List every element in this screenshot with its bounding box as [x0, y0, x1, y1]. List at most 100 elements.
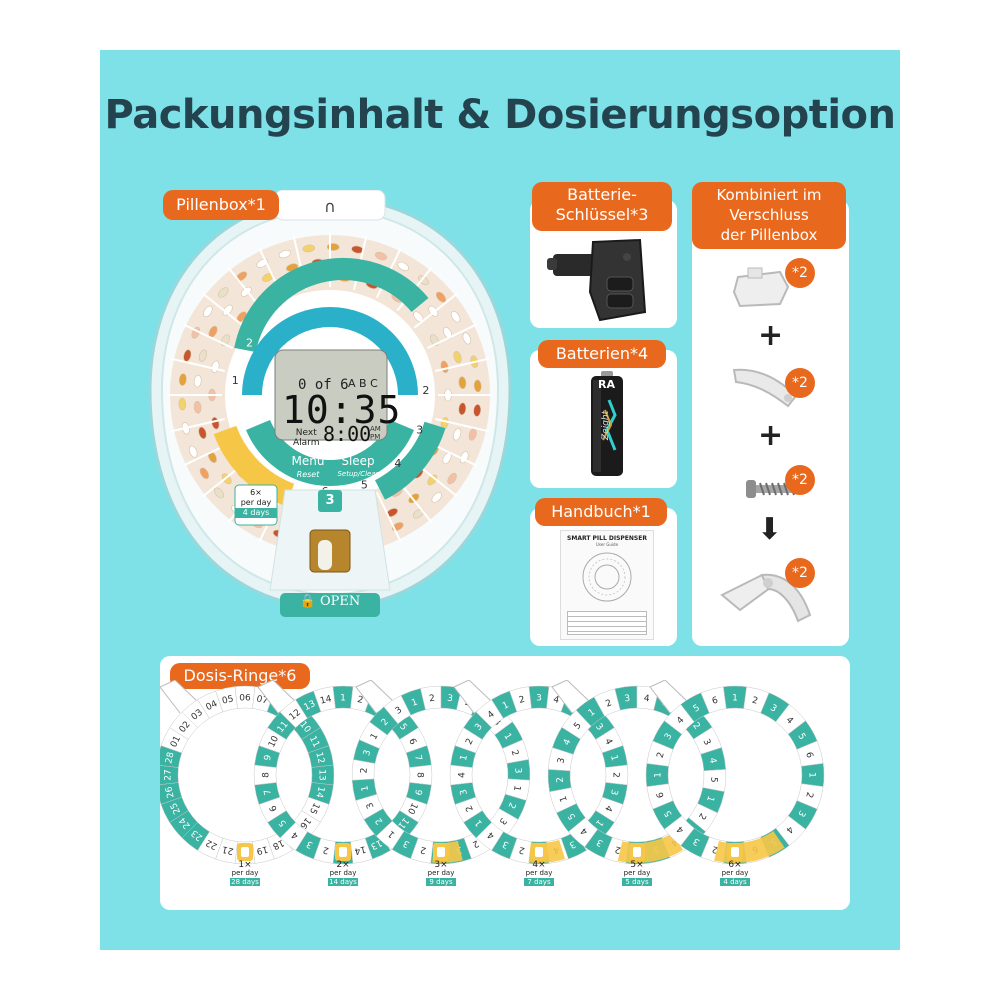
open-button[interactable]: 🔒 OPEN — [280, 594, 380, 609]
dose-ring-number: 4 — [783, 824, 794, 835]
dose-ring-number: 4 — [458, 772, 468, 778]
dose-ring-number: 12 — [313, 751, 325, 764]
dose-ring-number: 8 — [415, 772, 425, 778]
dose-days: 7 days — [524, 878, 554, 886]
dose-ring-number: 5 — [795, 732, 807, 742]
dose-ring-number: 2 — [470, 838, 480, 850]
dose-ring-number: 3 — [663, 732, 675, 742]
dose-ring-number: 1 — [608, 754, 619, 762]
dose-ring: 1234512345123451234512345 — [547, 680, 727, 865]
quantity-badge: *2 — [785, 465, 815, 495]
dose-ring-number: 2 — [690, 721, 701, 732]
quantity-badge: *2 — [785, 368, 815, 398]
dose-ring-number: 1 — [807, 772, 817, 778]
svg-text:+: + — [407, 407, 425, 432]
dose-ring-number: 3 — [624, 694, 631, 705]
dose-ring-number: 05 — [221, 694, 234, 706]
dose-ring-number: 1 — [340, 694, 346, 704]
quantity-badge: *2 — [785, 558, 815, 588]
plus-icon: + — [758, 418, 784, 453]
quantity-badge: *2 — [785, 258, 815, 288]
dose-ring-number: 04 — [205, 699, 220, 713]
dose-ring-number: 3 — [595, 836, 605, 848]
device-ring-number: 4 — [394, 457, 401, 470]
dose-ring-number: 11 — [307, 735, 321, 750]
dose-per: per day — [623, 869, 651, 877]
dose-ring-number: 2 — [509, 749, 520, 757]
dose-ring-number: 3 — [567, 838, 577, 850]
dose-ring-number: 3 — [446, 694, 453, 705]
dose-per: per day — [231, 869, 259, 877]
dose-ring-number: 7 — [412, 754, 423, 762]
battery-brand: RA — [598, 378, 615, 391]
dose-ring-number: 21 — [221, 843, 234, 855]
dose-ring-number: 1 — [593, 817, 604, 828]
dose-ring-number: 8 — [262, 772, 272, 778]
dose-ring-number: 27 — [164, 769, 174, 780]
dose-ring-number: 18 — [271, 837, 286, 851]
dose-ring-number: 3 — [700, 738, 711, 747]
dose-ring-number: 1 — [501, 732, 513, 742]
dose-ring-number: 4 — [707, 757, 718, 765]
dose-ring-number: 1 — [511, 785, 522, 792]
dose-rings-label: Dosis-Ringe*6 — [170, 663, 310, 689]
sound-indicator: A B C — [348, 377, 378, 390]
dose-ring-number: 4 — [579, 825, 590, 836]
dose-ring-number: 3 — [556, 757, 567, 765]
batteries-label: Batterien*4 — [538, 340, 666, 368]
dose-ring-number: 25 — [169, 801, 183, 816]
dose-ring-number: 14 — [353, 843, 367, 855]
battery-image — [591, 371, 623, 476]
dose-ring-number: 1 — [386, 828, 397, 839]
dose-ring-number: 1 — [473, 817, 484, 828]
dose-ring-number: 2 — [505, 801, 516, 810]
dose-days: 4 days — [720, 878, 750, 886]
manual-subtitle: User Guide — [595, 542, 619, 547]
latch-part-image — [732, 267, 790, 308]
dose-ring-number: 2 — [374, 815, 385, 826]
dose-ring-number: 2 — [518, 844, 526, 855]
dose-ring-number: 2 — [803, 791, 814, 799]
dose-ring-number: 3 — [305, 838, 315, 850]
dose-times: 6× — [728, 860, 742, 870]
manual-title: SMART PILL DISPENSER — [567, 535, 647, 542]
dose-ring-number: 5 — [692, 703, 702, 715]
dose-ring-number: 2 — [464, 803, 476, 813]
dose-ring-number: 4 — [675, 823, 686, 834]
dose-ring-number: 2 — [518, 695, 526, 706]
dose-ring-number: 9 — [263, 754, 274, 762]
lock-icon: 🔒 — [299, 594, 321, 609]
sleep-label: Sleep — [341, 454, 375, 468]
dose-ring-number: 3 — [497, 815, 508, 826]
dose-ring-number: 2 — [751, 696, 759, 707]
dose-ring-number: 3 — [608, 788, 619, 796]
dose-per: per day — [427, 869, 455, 877]
dose-ring-number: 3 — [536, 694, 542, 704]
dose-ring-number: 1 — [654, 772, 664, 778]
dose-ring-number: 6 — [406, 737, 418, 747]
dose-ring-number: 6 — [711, 696, 719, 707]
dose-times: 3× — [434, 860, 448, 870]
dose-ring-number: 3 — [394, 705, 404, 717]
dose-ring-number: 2 — [711, 843, 719, 854]
dose-ring-number: 4 — [486, 709, 497, 721]
dose-ring-number: 2 — [611, 772, 621, 778]
dose-ring-number: 5 — [708, 777, 718, 783]
dose-days: 9 days — [426, 878, 456, 886]
dose-ring-number: 4 — [675, 715, 686, 726]
dose-ring-number: 9 — [412, 788, 423, 796]
dose-per: per day — [329, 869, 357, 877]
dose-ring-number: 6 — [656, 790, 667, 798]
dose-ring-number: 3 — [501, 838, 511, 850]
dose-ring-number: 5 — [567, 811, 579, 821]
arrow-down-icon: ⬇ — [757, 512, 783, 547]
dose-ring-number: 3 — [512, 767, 522, 773]
dose-ring: 123123123123123123123123123 — [351, 680, 531, 865]
